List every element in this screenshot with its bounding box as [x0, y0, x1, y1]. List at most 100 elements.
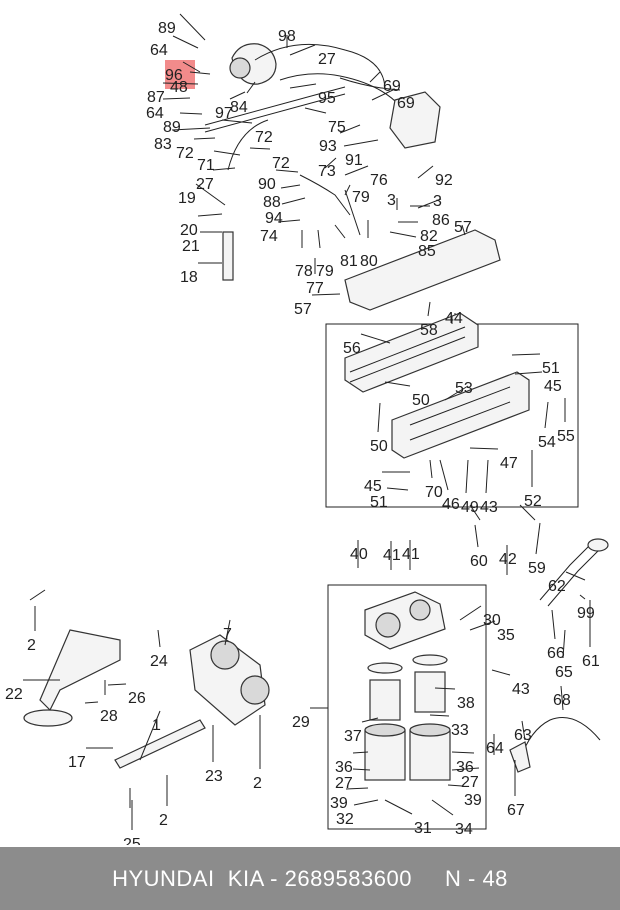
callout-number: 44	[445, 310, 463, 327]
callout-number: 41	[383, 547, 401, 564]
leader-line	[345, 787, 369, 790]
callout-number: 69	[383, 78, 401, 95]
leader-line	[521, 720, 526, 741]
callout-number: 26	[128, 690, 146, 707]
callout-number: 30	[483, 612, 501, 629]
callout-number: 67	[507, 802, 525, 819]
callout-number: 56	[343, 340, 361, 357]
leader-line	[343, 139, 379, 147]
leader-line	[172, 35, 199, 49]
leader-line	[439, 459, 449, 491]
callout-number: 3	[387, 192, 396, 209]
oil-cooler-cover-drawing	[391, 371, 530, 459]
callout-number: 84	[230, 99, 248, 116]
leader-line	[459, 605, 482, 621]
callout-number: 98	[278, 28, 296, 45]
leader-line	[469, 447, 499, 450]
callout-number: 36	[335, 759, 353, 776]
callout-number: 69	[397, 95, 415, 112]
leader-line	[344, 184, 351, 196]
callout-number: 50	[412, 392, 430, 409]
callout-number: 3	[433, 193, 442, 210]
dipstick-drawing	[509, 717, 601, 773]
callout-number: 72	[255, 129, 273, 146]
leader-line	[304, 107, 327, 114]
callout-number: 34	[455, 821, 473, 838]
dipstick-tube-drawing	[222, 231, 234, 281]
leader-line	[212, 167, 236, 171]
callout-number: 42	[499, 551, 517, 568]
leader-line	[352, 768, 371, 771]
leader-line	[311, 293, 341, 296]
leader-line	[171, 127, 211, 131]
oil-filter-head-drawing	[364, 591, 446, 650]
callout-number: 83	[154, 136, 172, 153]
callout-number: 79	[352, 189, 370, 206]
callout-number: 89	[158, 20, 176, 37]
callout-number: 88	[263, 194, 281, 211]
callout-number: 54	[538, 434, 556, 451]
leader-line	[427, 301, 431, 317]
callout-number: 49	[461, 499, 479, 516]
callout-number: 45	[544, 378, 562, 395]
leader-line	[179, 112, 203, 115]
callout-number: 77	[306, 280, 324, 297]
cooler-gasket-drawing	[344, 229, 501, 311]
callout-number: 97	[215, 105, 233, 122]
leader-line	[162, 82, 199, 85]
leader-line	[193, 137, 216, 140]
callout-number: 41	[402, 546, 420, 563]
leader-line	[485, 459, 489, 494]
leader-line	[417, 165, 434, 179]
leader-line	[281, 197, 306, 205]
callout-number: 39	[464, 792, 482, 809]
callout-number: 31	[414, 820, 432, 837]
callout-number: 71	[197, 157, 215, 174]
callout-number: 59	[528, 560, 546, 577]
leader-line	[324, 157, 337, 169]
callout-number: 43	[512, 681, 530, 698]
leader-line	[246, 81, 256, 94]
callout-number: 99	[577, 605, 595, 622]
leader-line	[491, 669, 511, 676]
leader-line	[544, 401, 549, 429]
callout-number: 2	[27, 637, 36, 654]
leader-line	[451, 767, 480, 771]
leader-line	[289, 83, 317, 89]
leader-line	[197, 213, 223, 217]
callout-number: 86	[432, 212, 450, 229]
leader-line	[579, 594, 586, 600]
leader-line	[431, 799, 454, 816]
callout-number: 2	[159, 812, 168, 829]
callout-number: 72	[272, 155, 290, 172]
leader-line	[465, 459, 469, 494]
leader-line	[213, 150, 241, 156]
callout-number: 76	[370, 172, 388, 189]
callout-number: 93	[319, 138, 337, 155]
callout-number: 52	[524, 493, 542, 510]
oil-pump-pipe-drawing	[114, 719, 206, 769]
callout-number: 48	[170, 79, 188, 96]
callout-number: 22	[5, 686, 23, 703]
callout-number: 94	[265, 210, 283, 227]
leader-line	[384, 799, 413, 815]
leader-line	[447, 784, 463, 787]
leader-line	[451, 751, 475, 754]
leader-line	[221, 119, 253, 124]
callout-number: 95	[318, 90, 336, 107]
callout-number: 51	[370, 494, 388, 511]
leader-line	[224, 619, 231, 646]
callout-number: 66	[547, 645, 565, 662]
callout-number: 63	[514, 727, 532, 744]
callout-number: 19	[178, 190, 196, 207]
leader-line	[384, 381, 411, 387]
leader-line	[444, 385, 469, 401]
leader-line	[344, 165, 369, 176]
leader-line	[371, 88, 396, 101]
callout-number: 90	[258, 176, 276, 193]
callout-number: 85	[418, 243, 436, 260]
callout-number: 82	[420, 228, 438, 245]
oil-strainer-drawing	[23, 629, 121, 727]
leader-line	[182, 61, 201, 73]
callout-number: 37	[344, 728, 362, 745]
